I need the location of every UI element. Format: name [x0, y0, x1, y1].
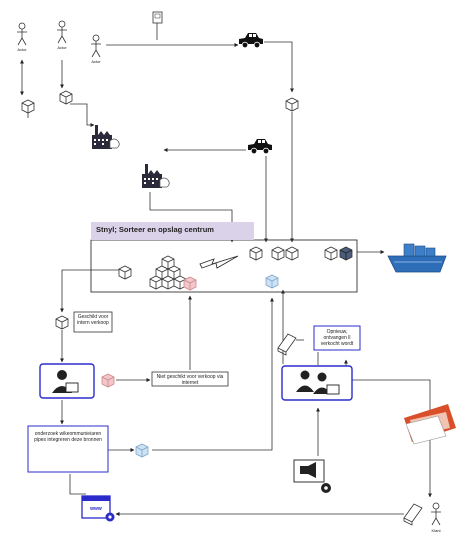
cargo-ship-icon: [387, 243, 447, 273]
factory-icon: [141, 163, 170, 189]
car-icon: [238, 32, 264, 49]
niet-geschikt-note-text: Niet geschikt voor verkoop via internet: [156, 374, 224, 386]
onderzoek-note-box: [27, 425, 109, 473]
web-settings-icon: www: [81, 495, 115, 522]
car-icon: [247, 138, 273, 155]
package-cube-icon: [285, 246, 299, 261]
direction-arrow-icon: [199, 255, 239, 269]
actor-top-mid-label: Actor: [91, 59, 101, 64]
employee-box: [39, 363, 95, 399]
meeting-box: [281, 365, 353, 401]
opnieuw-note-text: Opnieuw, ontvangen ll verkocht wordt: [320, 329, 354, 347]
package-cube-icon: [249, 246, 263, 261]
opnieuw-note-box: [313, 325, 361, 351]
package-cube-icon: [118, 265, 132, 280]
sorting-centre-title: Stnyl; Sorteer en opslag centrum: [96, 225, 214, 234]
marketing-settings-icon: [293, 459, 331, 493]
phone-icon: [152, 11, 163, 24]
actor-klant-label: Klant: [431, 528, 441, 533]
employee-icon: [52, 370, 79, 393]
package-pile-icon: [149, 255, 197, 291]
sorting-centre-box: [90, 239, 358, 293]
onderzoek-note-text: onderzoek wikeommunieiaren pipes integre…: [34, 431, 102, 443]
factory-icon: [91, 124, 120, 150]
payment-card-icon: [404, 404, 456, 445]
package-cube-icon: [55, 315, 69, 330]
geschikt-note-text: Geschikt voor intern verkoop: [77, 314, 109, 326]
actor-left-1: [16, 22, 28, 46]
svg-text:www: www: [89, 506, 102, 512]
book-icon: [277, 333, 297, 356]
book-icon: [403, 503, 423, 526]
niet-geschikt-note-box: [151, 371, 229, 387]
meeting-people-icon: [296, 370, 340, 395]
title-band: [91, 222, 254, 240]
package-cube-icon: [59, 90, 73, 105]
actor-top-mid: [90, 34, 102, 58]
package-cube-icon: [324, 246, 338, 261]
package-cube-icon: [339, 246, 353, 261]
package-cube-icon: [265, 274, 279, 289]
actor-left-2-label: Actor: [57, 45, 67, 50]
package-cube-icon: [271, 246, 285, 261]
actor-left-2: [56, 20, 68, 44]
actor-left-1-label: Actor: [17, 47, 27, 52]
package-cube-icon: [285, 97, 299, 112]
geschikt-note-box: [73, 311, 113, 333]
connector-lines: [20, 22, 432, 516]
package-cube-icon: [101, 373, 115, 388]
package-cube-icon: [21, 99, 35, 114]
actor-klant: [430, 502, 442, 526]
package-cube-icon: [135, 443, 149, 458]
